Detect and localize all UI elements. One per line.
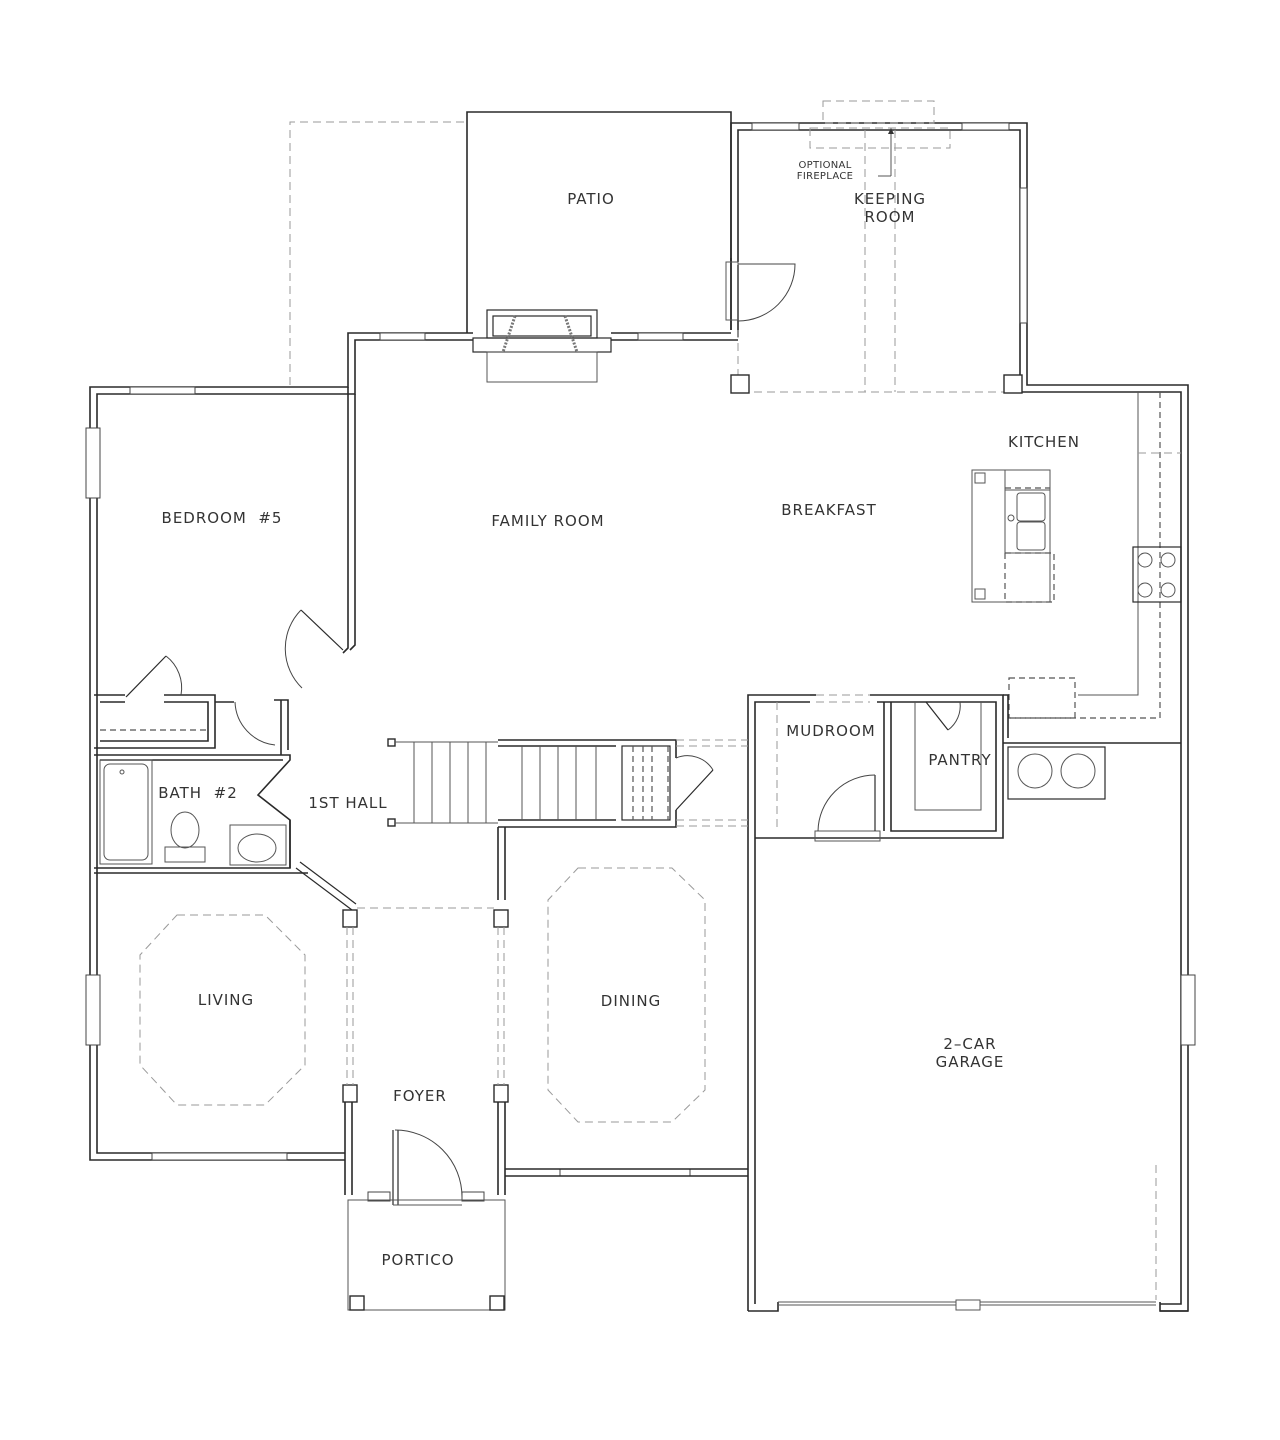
room-label-kitchen: KITCHEN: [1008, 433, 1080, 451]
room-label-foyer: FOYER: [393, 1087, 447, 1105]
exterior-walls: [89, 122, 1189, 1312]
bath-2: [94, 754, 357, 911]
window: [379, 332, 426, 341]
garage-door: [778, 1165, 1157, 1311]
room-label-garage: 2–CAR GARAGE: [935, 1035, 1005, 1071]
window: [1180, 974, 1196, 1046]
room-label-portico: PORTICO: [381, 1251, 455, 1269]
stairs: [387, 738, 748, 900]
window: [1019, 187, 1028, 324]
keeping-room-door: [725, 261, 796, 322]
window: [151, 1152, 288, 1161]
room-label-pantry: PANTRY: [928, 751, 992, 769]
closet: [94, 655, 289, 755]
room-label-living: LIVING: [197, 991, 255, 1009]
room-label-breakfast: BREAKFAST: [781, 501, 877, 519]
window: [129, 386, 196, 395]
window: [637, 332, 684, 341]
window: [85, 427, 101, 499]
window: [85, 974, 101, 1046]
room-label-mudroom: MUDROOM: [786, 722, 876, 740]
room-label-keeping-room: KEEPING ROOM: [853, 190, 927, 226]
patio-outline: [466, 111, 732, 333]
kitchen-counters: [971, 392, 1182, 800]
dining-tray-ceiling: [547, 867, 706, 1123]
fireplace-icon: [472, 309, 612, 383]
optional-fireplace-icon: [809, 100, 951, 177]
room-label-patio: PATIO: [567, 190, 615, 208]
post: [730, 374, 750, 394]
window: [559, 1168, 691, 1177]
post: [1003, 374, 1023, 394]
room-label-bedroom-5: BEDROOM #5: [161, 509, 283, 527]
front-door: [367, 1129, 485, 1206]
covered-area-outline: [289, 121, 467, 385]
portico-outline: [347, 1199, 506, 1311]
foyer-columns: [342, 907, 748, 1195]
room-label-family-room: FAMILY ROOM: [491, 512, 605, 530]
room-label-1st-hall: 1ST HALL: [308, 794, 388, 812]
window: [961, 122, 1010, 131]
room-label-dining: DINING: [600, 992, 662, 1010]
living-tray-ceiling: [139, 914, 306, 1106]
room-label-bath-2: BATH #2: [158, 784, 238, 802]
mudroom-pantry-walls: [755, 694, 1004, 842]
bedroom-door: [284, 609, 344, 689]
label-optional-fireplace: OPTIONAL FIREPLACE: [796, 160, 854, 182]
window: [751, 122, 800, 131]
